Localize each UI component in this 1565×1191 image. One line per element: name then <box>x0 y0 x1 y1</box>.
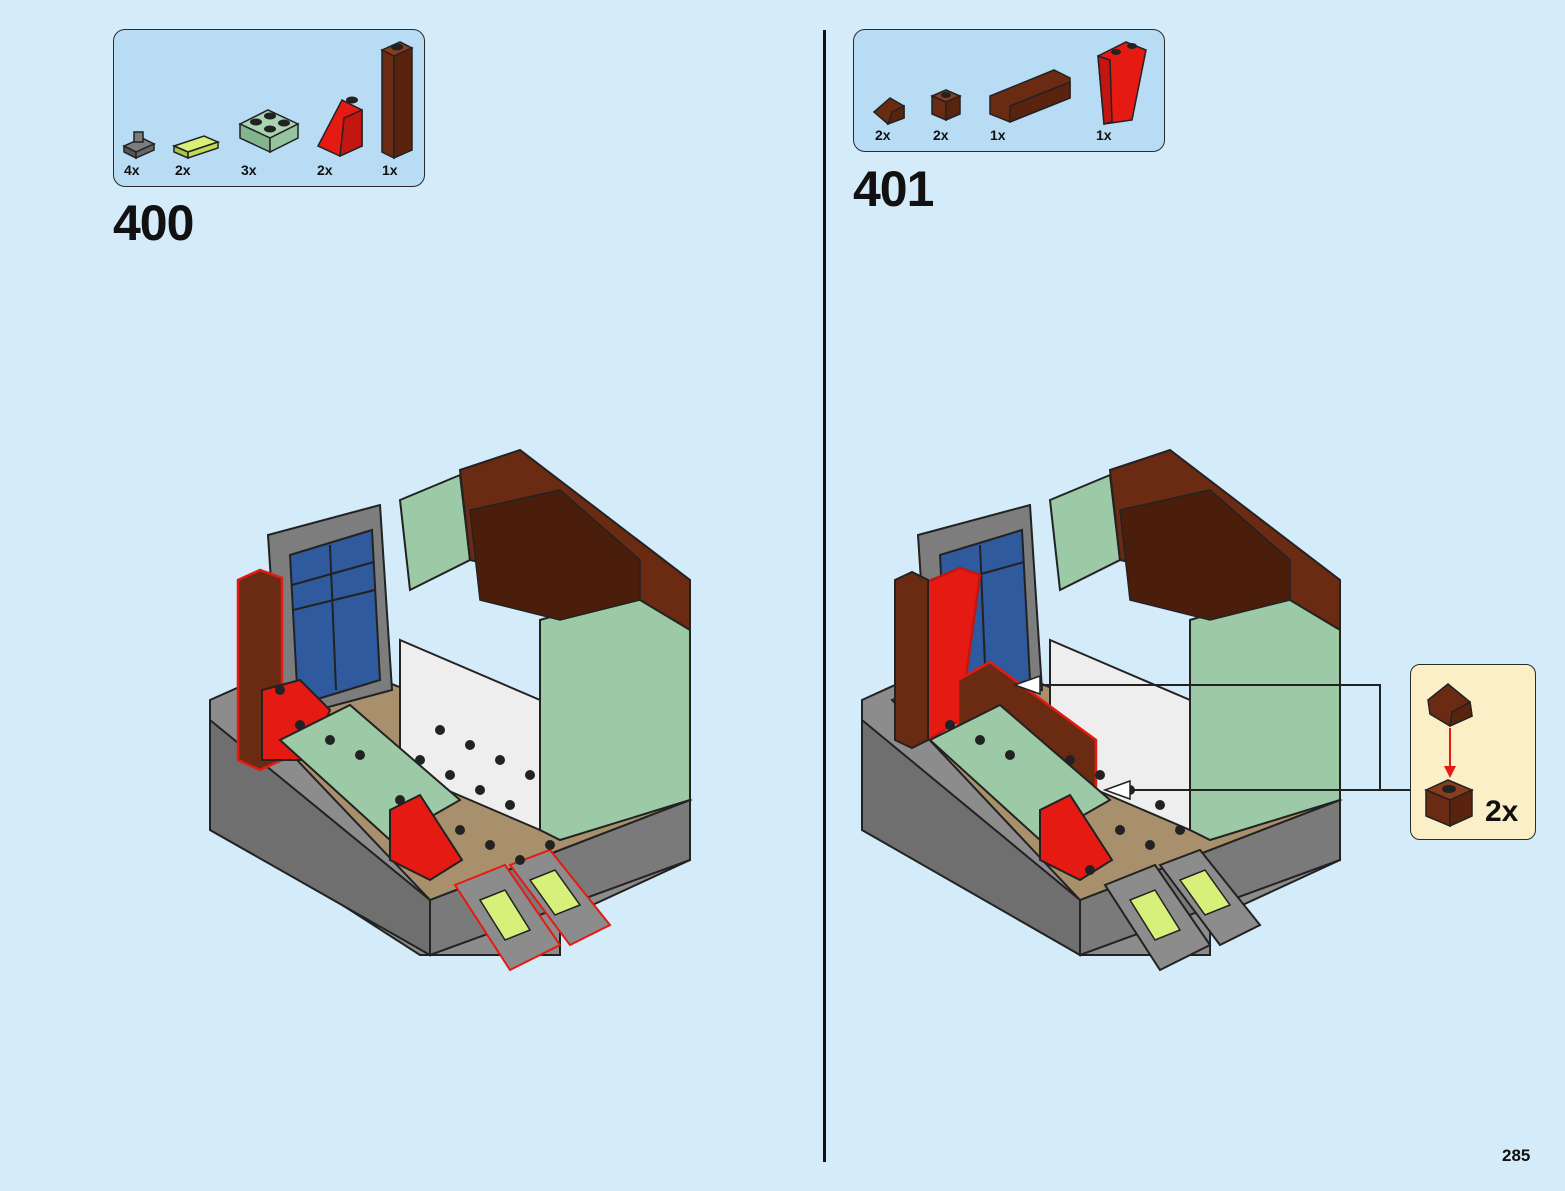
part-qty-401-2: 2x <box>933 127 949 143</box>
part-qty-400-3: 3x <box>241 162 257 178</box>
subassembly-qty: 2x <box>1485 795 1519 828</box>
reddish-brown-bench-icon <box>989 69 1071 124</box>
reddish-brown-tall-brick-icon <box>380 41 414 160</box>
step-number-401: 401 <box>853 161 934 217</box>
dark-grey-clip-plate-icon <box>122 131 156 160</box>
page-divider <box>823 30 826 1162</box>
part-qty-400-5: 1x <box>382 162 398 178</box>
part-qty-400-4: 2x <box>317 162 333 178</box>
part-qty-400-1: 4x <box>124 162 140 178</box>
part-qty-400-2: 2x <box>175 162 191 178</box>
part-qty-401-4: 1x <box>1096 127 1112 143</box>
red-panel-slope-icon <box>1097 41 1147 125</box>
step-number-400: 400 <box>113 195 194 251</box>
reddish-brown-brick-1x1-icon <box>930 89 962 122</box>
part-qty-401-3: 1x <box>990 127 1006 143</box>
trans-green-tile-icon <box>171 135 221 160</box>
part-qty-401-1: 2x <box>875 127 891 143</box>
red-slope-icon <box>316 96 363 158</box>
reddish-brown-slope-icon <box>872 97 905 126</box>
callout-arrows <box>1020 684 1410 791</box>
parts-list-step-400 <box>113 29 425 187</box>
sand-green-plate-2x2-icon <box>238 109 300 154</box>
page-number: 285 <box>1502 1146 1531 1165</box>
